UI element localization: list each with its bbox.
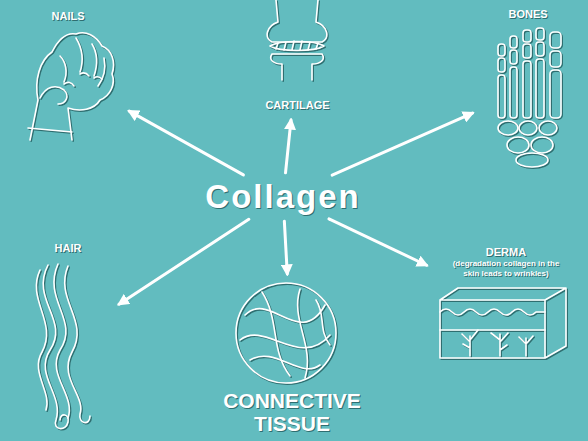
center-term: Collagen bbox=[201, 177, 364, 217]
part-label: HAIR bbox=[22, 240, 114, 435]
arrow bbox=[119, 219, 249, 304]
arrow bbox=[332, 113, 472, 175]
arrow bbox=[129, 111, 243, 175]
part-label: DERMA(degradation collagen in the skin l… bbox=[432, 244, 580, 362]
label-text: CONNECTIVE TISSUE bbox=[217, 389, 367, 435]
note-text: (degradation collagen in the skin leads … bbox=[447, 259, 565, 278]
label-text: BONES bbox=[508, 8, 547, 21]
label-text: NAILS bbox=[52, 10, 85, 23]
part-label: NAILS bbox=[12, 8, 124, 146]
label-text: DERMA bbox=[486, 246, 526, 259]
arrow bbox=[284, 221, 287, 274]
label-text: CARTILAGE bbox=[265, 99, 329, 112]
arrow bbox=[286, 120, 292, 173]
part-label: CONNECTIVE TISSUE bbox=[212, 280, 372, 437]
part-label: BONES bbox=[478, 6, 578, 171]
part-label: CARTILAGE bbox=[250, 2, 345, 114]
label-text: HAIR bbox=[55, 242, 82, 255]
label-text: Collagen bbox=[205, 179, 360, 215]
arrow bbox=[329, 219, 427, 265]
